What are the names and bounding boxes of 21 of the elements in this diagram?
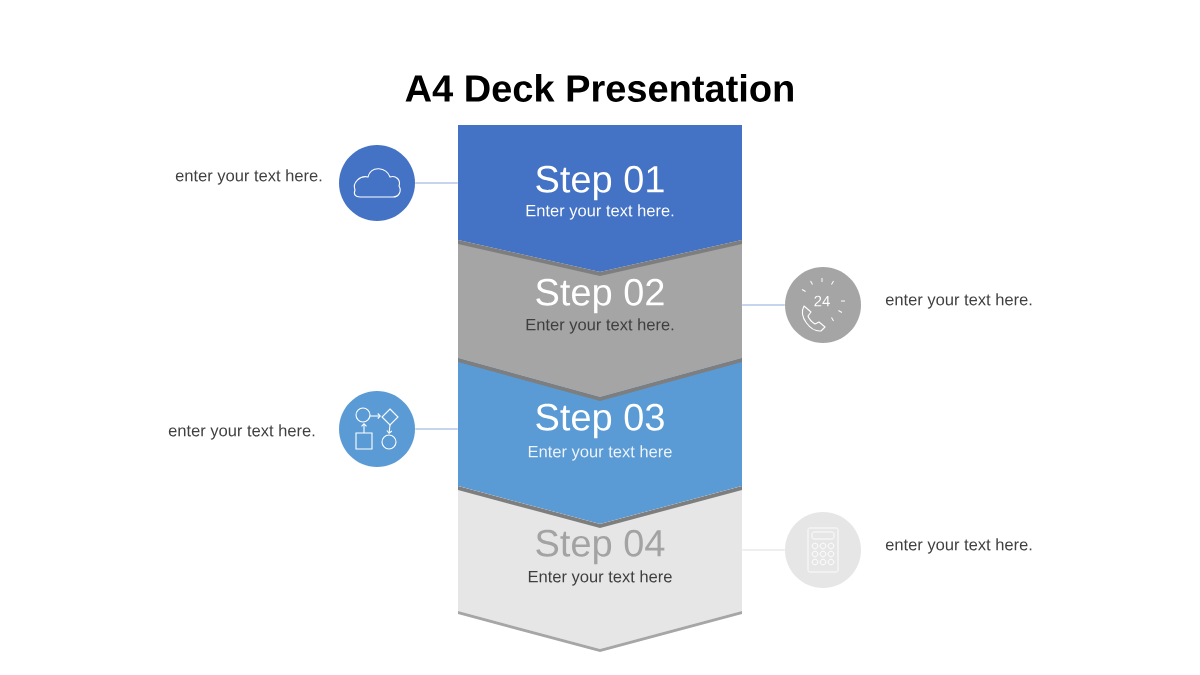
side-text: enter your text here. [168, 424, 315, 440]
step-text: Enter your text here [528, 445, 672, 461]
side-text: enter your text here. [885, 538, 1032, 554]
icon-number: 24 [814, 295, 830, 307]
step-title: Step 03 [536, 403, 664, 439]
title: A4 Deck Presentation [405, 74, 793, 102]
connector-line [414, 182, 459, 184]
step-text: Enter your text here. [526, 204, 674, 220]
chevron-box [458, 240, 742, 397]
step-text: Enter your text here. [526, 318, 674, 334]
chevron-box [458, 358, 742, 524]
step-text: Enter your text here [528, 570, 672, 586]
side-text: enter your text here. [885, 293, 1032, 309]
side-text: enter your text here. [175, 169, 322, 185]
connector-line [414, 428, 459, 430]
chevron-box [458, 486, 742, 652]
step-title: Step 02 [536, 278, 664, 314]
step-title: Step 01 [536, 165, 664, 201]
step-title: Step 04 [536, 529, 665, 565]
chevron-box [458, 125, 742, 272]
connector-line [741, 304, 786, 306]
